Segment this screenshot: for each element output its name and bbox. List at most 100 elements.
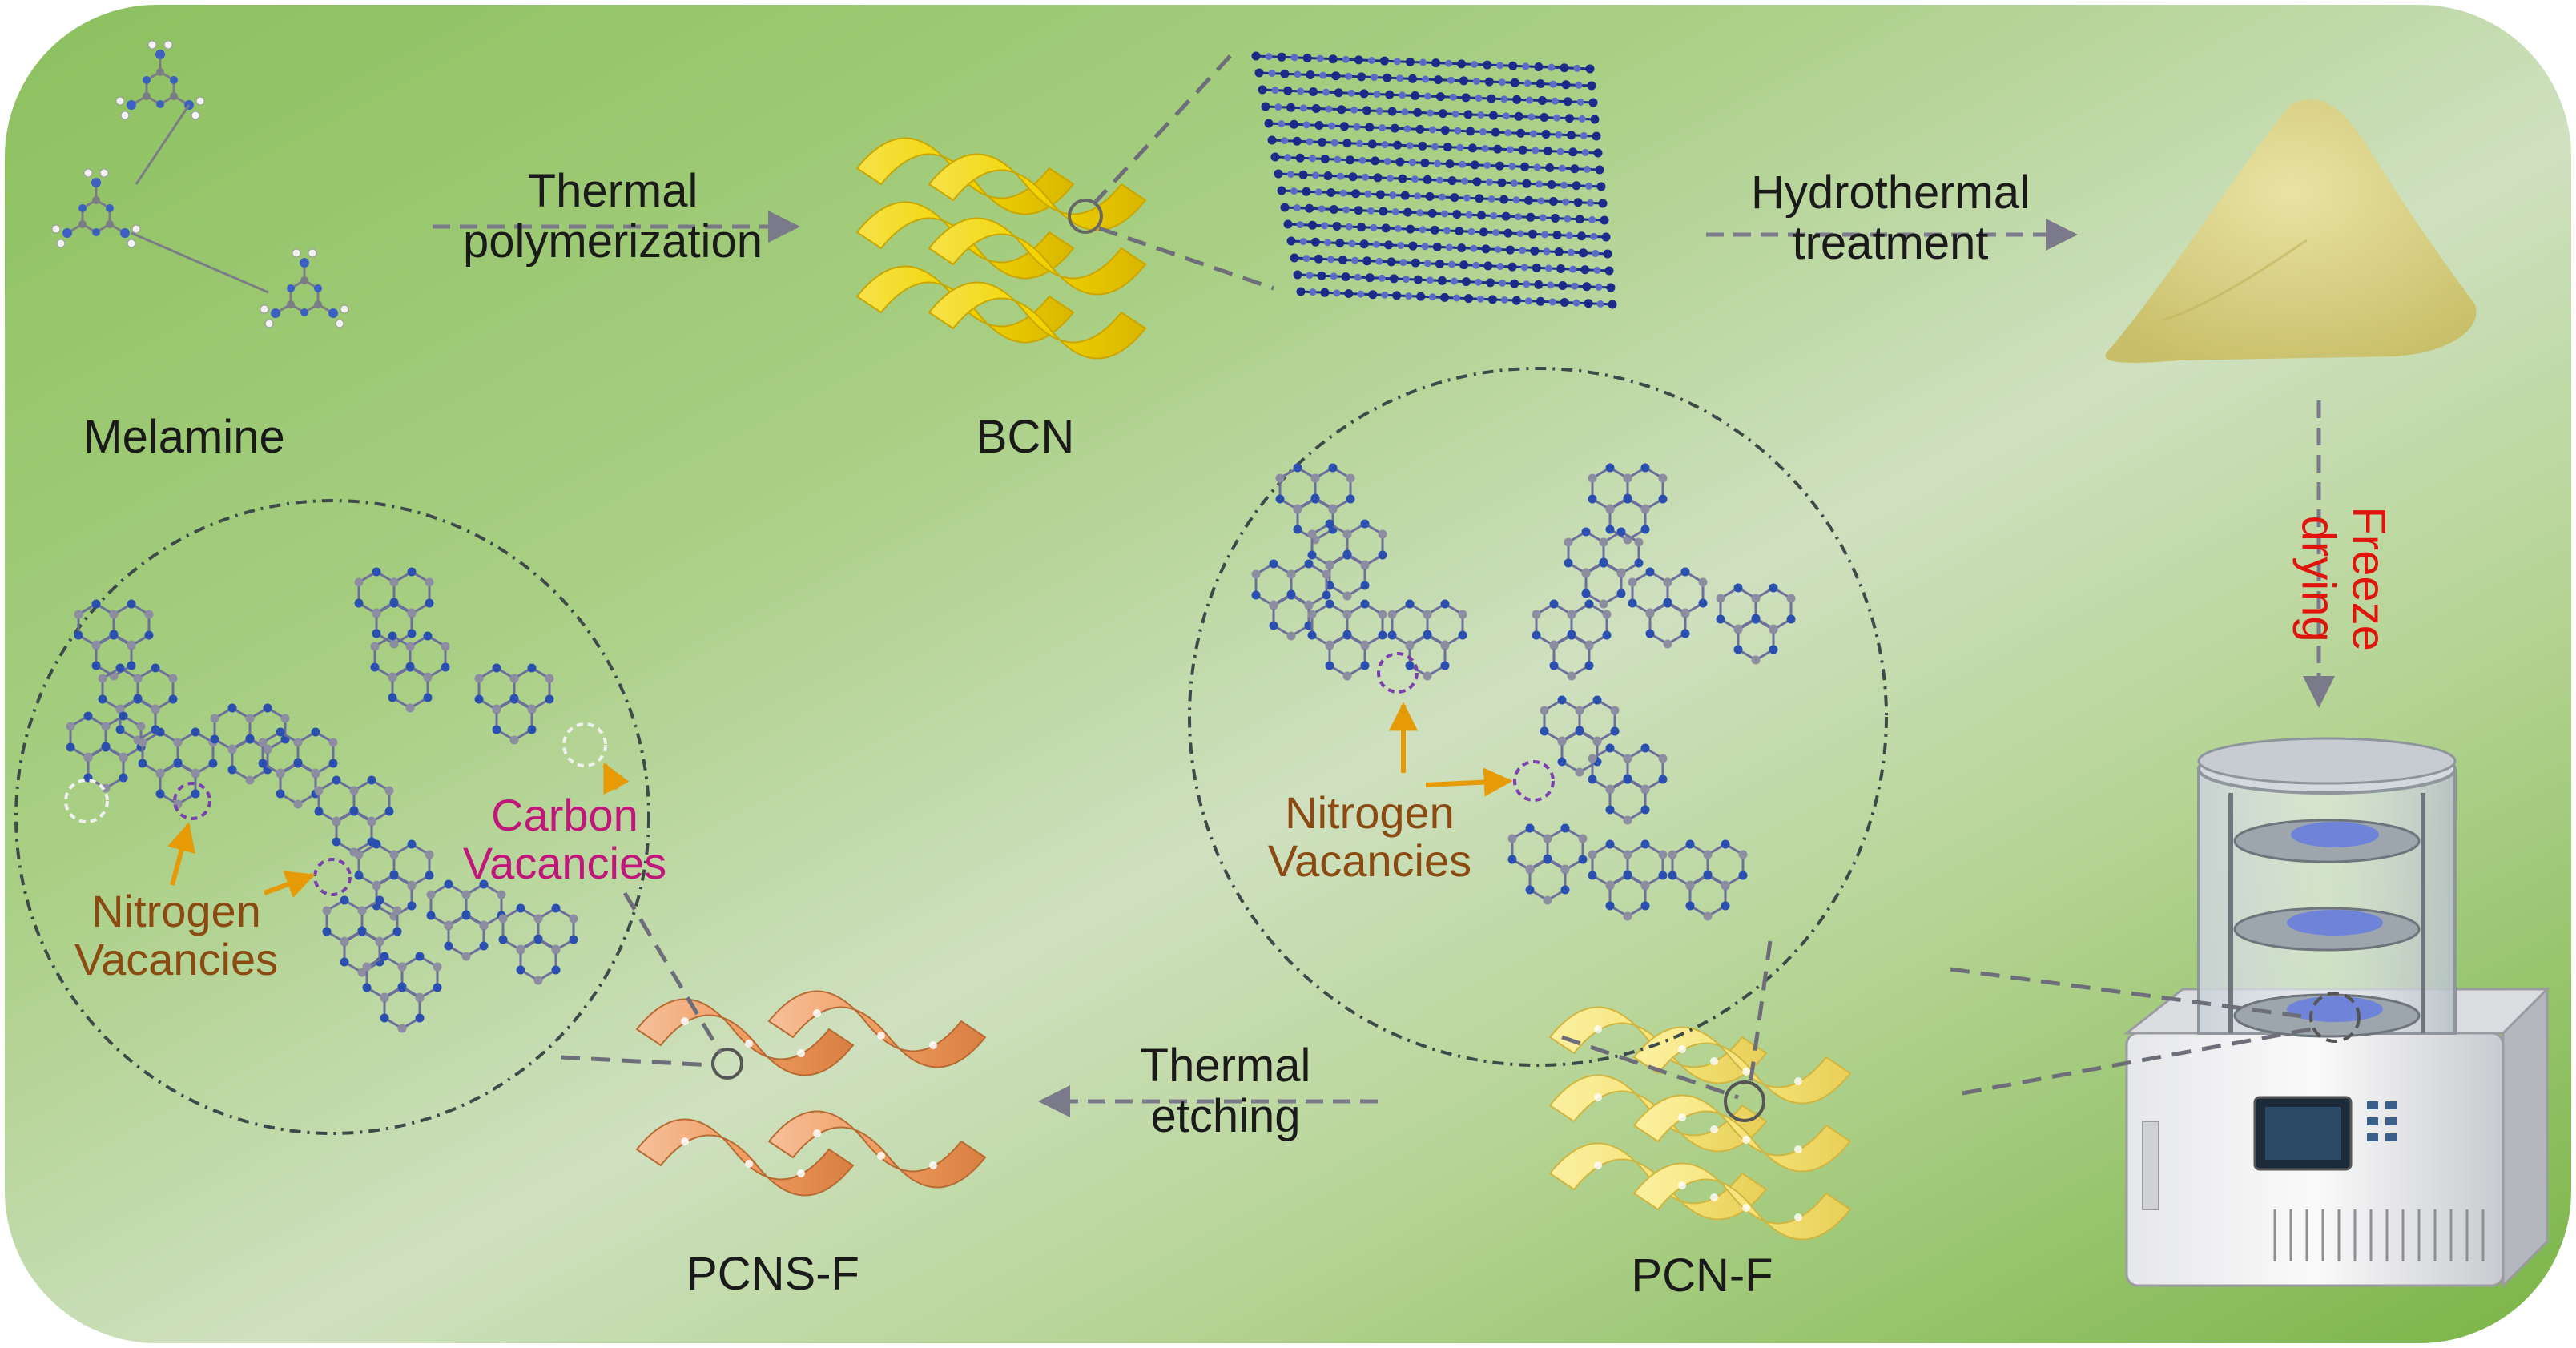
lattice-atom [1286, 103, 1296, 112]
pcns-f-vacancy-arrow-up [167, 822, 196, 886]
lattice-atom [1299, 104, 1307, 112]
lattice-atom [1286, 236, 1296, 246]
lattice-atom [1470, 244, 1478, 252]
lattice-atom [1560, 181, 1568, 189]
lattice-atom [1278, 120, 1286, 128]
lattice-atom [1487, 195, 1495, 203]
hydrothermal-treatment-label: Hydrothermal treatment [1694, 167, 2087, 268]
lattice-atom [1497, 178, 1507, 187]
lattice-atom [1318, 205, 1326, 213]
lattice-atom [1371, 74, 1379, 82]
lattice-atom [1302, 187, 1311, 196]
lattice-atom [1486, 178, 1493, 186]
lattice-atom [1477, 211, 1487, 220]
lattice-atom [1475, 94, 1483, 102]
lattice-atom [1373, 173, 1383, 183]
lattice-atom [1379, 207, 1388, 216]
lattice-atom [1516, 128, 1526, 138]
lattice-atom [1345, 72, 1353, 80]
lattice-atom [1290, 253, 1299, 263]
lattice-atom [1596, 300, 1604, 308]
lattice-atom [1524, 297, 1532, 305]
lattice-atom [1328, 122, 1336, 130]
lattice-atom [1547, 281, 1555, 289]
lattice-atom [1490, 211, 1498, 219]
freeze-drying-line-1: Freeze [2342, 506, 2395, 651]
lattice-atom [1405, 57, 1415, 66]
lattice-atom [1548, 197, 1558, 207]
lattice-atom [1308, 220, 1318, 230]
lattice-atom [1506, 146, 1514, 154]
lattice-atom [1337, 172, 1344, 180]
lattice-atom [1342, 139, 1352, 148]
lattice-atom [1433, 75, 1443, 85]
lattice-atom [1348, 172, 1358, 182]
lattice-atom [1470, 160, 1479, 170]
lattice-atom [1463, 294, 1473, 304]
lattice-atom [1541, 231, 1549, 239]
lattice-atom [1446, 243, 1453, 251]
lattice-atom [1576, 98, 1584, 106]
lattice-atom [1348, 239, 1356, 247]
lattice-atom [1455, 227, 1464, 236]
pcn-f-zoom-line-left [1561, 1035, 1739, 1100]
lattice-atom [1505, 245, 1515, 255]
lattice-atom [1337, 105, 1346, 115]
lattice-atom [1576, 231, 1586, 241]
lattice-atom [1284, 154, 1292, 162]
lattice-atom [1491, 127, 1500, 137]
lattice-atom [1492, 228, 1500, 236]
pcns-f-magnified-view [14, 499, 650, 1135]
lattice-atom [1416, 292, 1426, 301]
lattice-atom [1425, 191, 1435, 201]
lattice-atom [1390, 123, 1399, 133]
lattice-atom [1411, 91, 1420, 100]
lattice-atom [1427, 208, 1437, 218]
lattice-atom [1274, 103, 1282, 111]
lattice-atom [1553, 114, 1561, 122]
lattice-atom [1452, 210, 1462, 219]
lattice-atom [1551, 97, 1559, 105]
lattice-atom [1387, 175, 1394, 183]
lattice-atom [1560, 63, 1569, 73]
lattice-atom [1507, 262, 1517, 272]
lattice-atom [1472, 77, 1480, 85]
lattice-atom [1445, 159, 1455, 169]
lattice-atom [1295, 153, 1305, 163]
lattice-atom [1511, 296, 1521, 305]
lattice-atom [1384, 240, 1394, 250]
lattice-atom [1411, 258, 1420, 268]
lattice-atom [1561, 80, 1571, 90]
lattice-atom [1548, 63, 1556, 71]
lattice-atom [1479, 227, 1488, 237]
lattice-atom [1572, 181, 1581, 191]
background-panel [5, 5, 2571, 1343]
lattice-atom [1339, 122, 1349, 131]
lattice-atom [1391, 208, 1399, 216]
lattice-atom [1536, 180, 1543, 188]
lattice-atom [1280, 69, 1290, 78]
lattice-atom [1318, 137, 1327, 147]
lattice-atom [1379, 124, 1387, 132]
lattice-atom [1274, 169, 1283, 179]
lattice-atom [1359, 239, 1369, 249]
lattice-atom [1590, 115, 1600, 124]
lattice-atom [1588, 215, 1596, 223]
pcn-f-nitrogen-vacancies-line-2: Vacancies [1267, 835, 1472, 887]
lattice-atom [1461, 93, 1471, 103]
lattice-atom [1477, 111, 1485, 119]
lattice-atom [1443, 227, 1451, 235]
lattice-atom [1394, 225, 1402, 233]
lattice-atom [1483, 161, 1491, 169]
lattice-atom [1570, 164, 1580, 174]
lattice-atom [1440, 292, 1450, 302]
lattice-atom [1359, 89, 1369, 99]
lattice-atom [1580, 265, 1590, 275]
lattice-atom [1287, 171, 1294, 179]
lattice-atom [1554, 247, 1564, 257]
thermal-polymerization-label: Thermal polymerization [437, 165, 789, 267]
lattice-atom [1268, 70, 1276, 78]
lattice-atom [1552, 231, 1562, 240]
thermal-polymerization-line-1: Thermal [527, 165, 698, 217]
lattice-atom [1408, 159, 1416, 167]
